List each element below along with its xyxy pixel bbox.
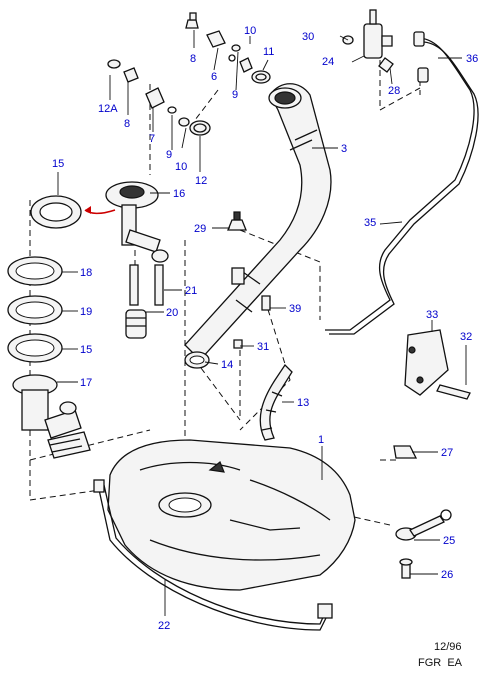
callout-19: 19 bbox=[80, 306, 92, 318]
fuel-filter bbox=[125, 309, 147, 339]
callout-12a: 12A bbox=[98, 103, 118, 115]
callout-30: 30 bbox=[302, 31, 314, 43]
vent-valve bbox=[342, 9, 394, 73]
fuel-pump-module bbox=[12, 374, 91, 459]
callout-31: 31 bbox=[257, 341, 269, 353]
callout-6: 6 bbox=[211, 71, 217, 83]
mounting-hardware bbox=[393, 445, 452, 579]
retaining-rings bbox=[7, 256, 63, 363]
callout-36: 36 bbox=[466, 53, 478, 65]
callout-9-top: 9 bbox=[232, 89, 238, 101]
callout-7: 7 bbox=[149, 133, 155, 145]
callout-labels: 8 10 6 11 9 30 24 28 36 12A 8 7 10 9 12 … bbox=[52, 25, 478, 632]
callout-9-mid: 9 bbox=[166, 149, 172, 161]
diagram-date: 12/96 bbox=[434, 641, 462, 653]
callout-3: 3 bbox=[341, 143, 347, 155]
tank-strap bbox=[93, 479, 333, 631]
callout-10-top: 10 bbox=[244, 25, 256, 37]
fuel-sender-unit bbox=[84, 181, 169, 306]
callout-24: 24 bbox=[322, 56, 334, 68]
diagram-code: FGR EA bbox=[418, 657, 463, 669]
callout-17: 17 bbox=[80, 377, 92, 389]
callout-26: 26 bbox=[441, 569, 453, 581]
callout-22: 22 bbox=[158, 620, 170, 632]
vent-hose bbox=[259, 363, 293, 441]
callout-21: 21 bbox=[185, 285, 197, 297]
callout-32: 32 bbox=[460, 331, 472, 343]
callout-12: 12 bbox=[195, 175, 207, 187]
callout-35: 35 bbox=[364, 217, 376, 229]
filler-neck bbox=[184, 83, 332, 361]
callout-25: 25 bbox=[443, 535, 455, 547]
seal-ring-top bbox=[30, 195, 82, 229]
callout-8-top: 8 bbox=[190, 53, 196, 65]
callout-15-bottom: 15 bbox=[80, 344, 92, 356]
callout-28: 28 bbox=[388, 85, 400, 97]
callout-18: 18 bbox=[80, 267, 92, 279]
callout-29: 29 bbox=[194, 223, 206, 235]
callout-8-mid: 8 bbox=[124, 118, 130, 130]
callout-20: 20 bbox=[166, 307, 178, 319]
small-connectors bbox=[227, 211, 271, 349]
vent-pipe bbox=[325, 31, 479, 335]
leader-lines bbox=[57, 30, 467, 616]
callout-39: 39 bbox=[289, 303, 301, 315]
callout-11: 11 bbox=[263, 46, 274, 58]
fuel-tank bbox=[107, 439, 356, 591]
hose-clip bbox=[184, 351, 210, 369]
callout-1: 1 bbox=[318, 434, 324, 446]
callout-16: 16 bbox=[173, 188, 185, 200]
callout-10-mid: 10 bbox=[175, 161, 187, 173]
callout-33: 33 bbox=[426, 309, 438, 321]
top-fittings bbox=[185, 12, 271, 84]
callout-15-top: 15 bbox=[52, 158, 64, 170]
bracket-assembly bbox=[404, 329, 471, 400]
mid-fittings bbox=[107, 59, 211, 136]
callout-13: 13 bbox=[297, 397, 309, 409]
callout-14: 14 bbox=[221, 359, 233, 371]
callout-27: 27 bbox=[441, 447, 453, 459]
